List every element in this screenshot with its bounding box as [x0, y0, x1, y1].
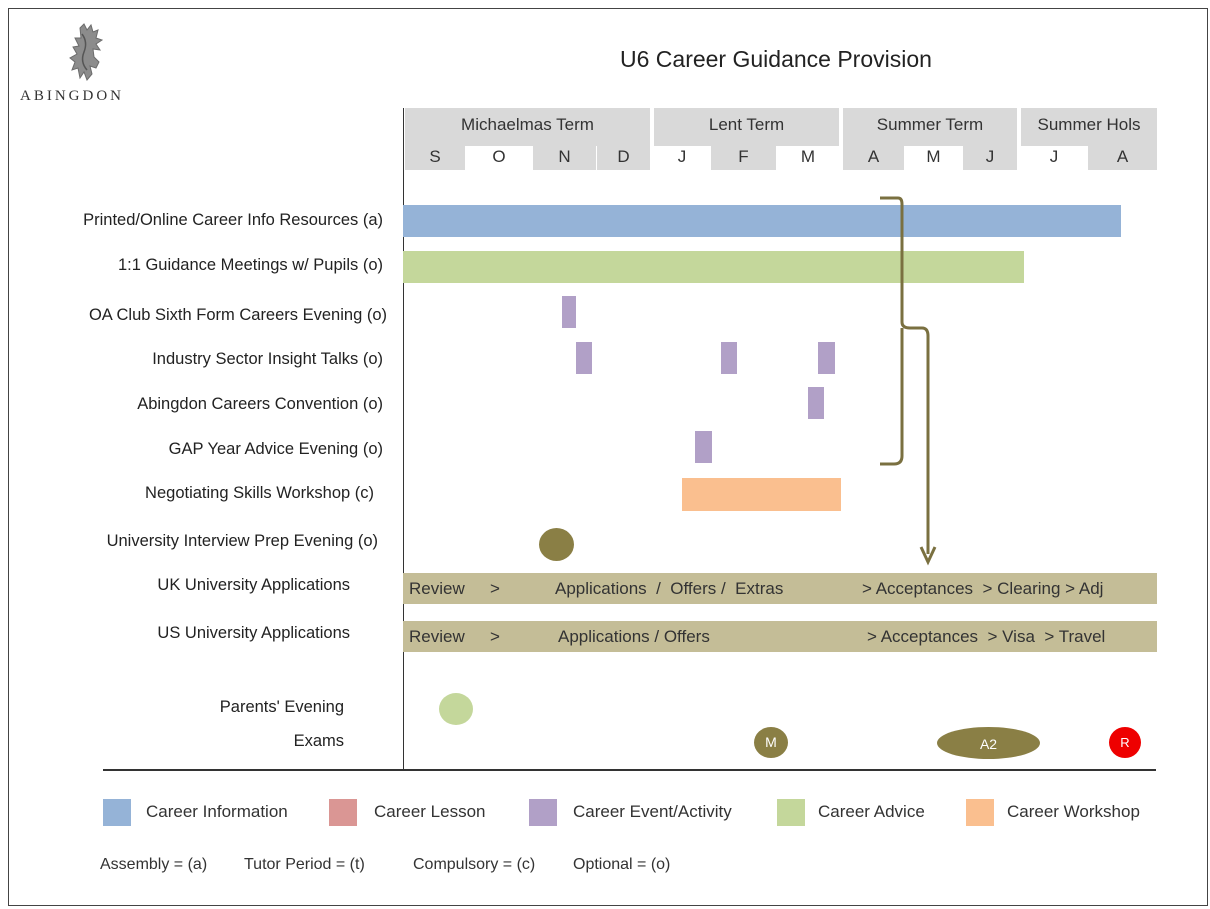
month-label: J — [1049, 147, 1059, 166]
uk-arrow-label: > — [490, 579, 500, 598]
month-label: F — [711, 146, 776, 170]
month-label: J — [963, 146, 1017, 170]
insight-talk-event — [721, 342, 737, 374]
legend-swatch — [966, 799, 994, 826]
term-michaelmas: Michaelmas Term — [405, 108, 650, 146]
parents-evening-marker — [439, 693, 473, 725]
month-label: J — [677, 147, 687, 166]
interview-prep-marker — [539, 528, 574, 561]
us-middle-label: Applications / Offers — [558, 627, 710, 646]
legend-swatch — [103, 799, 131, 826]
row-label: Parents' Evening — [219, 698, 344, 716]
row-label: GAP Year Advice Evening (o) — [168, 440, 383, 458]
logo-wordmark: ABINGDON — [20, 88, 124, 104]
bracket-arrow-icon — [880, 196, 937, 566]
a2-exam-marker: A2 — [937, 727, 1040, 759]
legend-divider — [103, 769, 1156, 771]
oa-club-event — [562, 296, 576, 328]
diagram-frame — [8, 8, 1208, 906]
term-summer-hols: Summer Hols — [1021, 108, 1157, 146]
us-applications-bar: Review > Applications / Offers > Accepta… — [403, 621, 1157, 652]
mock-exam-marker: M — [754, 727, 788, 758]
legend-label: Career Event/Activity — [573, 802, 732, 821]
careers-convention-event — [808, 387, 824, 419]
negotiating-workshop-bar — [682, 478, 841, 511]
insight-talk-event — [818, 342, 835, 374]
legend-label: Career Information — [146, 802, 288, 821]
guidance-meetings-bar — [403, 251, 1024, 283]
row-label: Exams — [293, 732, 344, 750]
uk-tail-label: > Acceptances > Clearing > Adj — [862, 579, 1104, 598]
us-arrow-label: > — [490, 627, 500, 646]
timeline-axis — [403, 108, 404, 770]
term-lent: Lent Term — [654, 108, 839, 146]
career-info-bar — [403, 205, 1121, 237]
month-label: A — [1088, 146, 1157, 170]
us-review-label: Review — [409, 627, 465, 646]
legend-swatch — [777, 799, 805, 826]
row-label: Negotiating Skills Workshop (c) — [145, 484, 374, 502]
uk-review-label: Review — [409, 579, 465, 598]
uk-middle-label: Applications / Offers / Extras — [555, 579, 784, 598]
row-label: US University Applications — [157, 624, 350, 642]
row-label: Industry Sector Insight Talks (o) — [152, 350, 383, 368]
us-tail-label: > Acceptances > Visa > Travel — [867, 627, 1106, 646]
legend-swatch — [529, 799, 557, 826]
key-tutor: Tutor Period = (t) — [244, 856, 365, 873]
month-label: D — [597, 146, 650, 170]
heraldic-lion-crest-icon — [69, 23, 104, 81]
month-label: M — [800, 147, 816, 166]
legend-label: Career Workshop — [1007, 802, 1140, 821]
results-marker: R — [1109, 727, 1141, 758]
month-label: A — [843, 146, 904, 170]
chart-title: U6 Career Guidance Provision — [620, 46, 932, 72]
legend-swatch — [329, 799, 357, 826]
row-label: University Interview Prep Evening (o) — [106, 532, 378, 550]
gap-year-event — [695, 431, 712, 463]
uk-applications-bar: Review > Applications / Offers / Extras … — [403, 573, 1157, 604]
key-optional: Optional = (o) — [573, 856, 671, 873]
month-label: O — [492, 147, 506, 166]
month-label: S — [405, 146, 465, 170]
row-label: UK University Applications — [157, 576, 350, 594]
month-label: N — [533, 146, 596, 170]
legend-label: Career Lesson — [374, 802, 486, 821]
row-label: OA Club Sixth Form Careers Evening (o) — [88, 306, 387, 324]
key-assembly: Assembly = (a) — [100, 856, 208, 873]
row-label: Printed/Online Career Info Resources (a) — [83, 211, 383, 229]
key-compulsory: Compulsory = (c) — [413, 856, 536, 873]
row-label: 1:1 Guidance Meetings w/ Pupils (o) — [117, 256, 383, 274]
row-label: Abingdon Careers Convention (o) — [137, 395, 383, 413]
term-summer: Summer Term — [843, 108, 1017, 146]
month-label: M — [926, 147, 941, 166]
legend-label: Career Advice — [818, 802, 925, 821]
insight-talk-event — [576, 342, 592, 374]
